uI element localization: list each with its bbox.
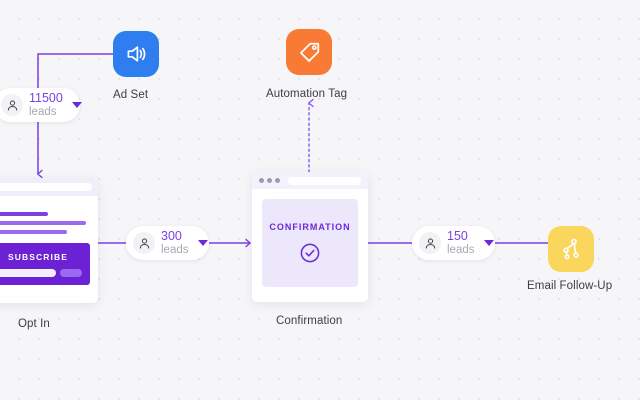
person-icon <box>7 99 17 111</box>
node-ad-set[interactable] <box>113 31 159 77</box>
leads-badge-opt-in[interactable]: 300 leads <box>126 226 209 260</box>
chevron-down-icon[interactable] <box>483 240 494 246</box>
leads-unit: leads <box>161 243 189 256</box>
leads-count: 11500 <box>29 90 63 105</box>
opt-in-text-line <box>0 212 49 216</box>
window-dot-icon <box>259 178 264 183</box>
leads-badge-ad-set[interactable]: 11500 leads <box>0 88 82 122</box>
opt-in-card-body: SUBSCRIBE <box>0 196 98 295</box>
leads-count: 300 <box>161 228 182 243</box>
confirmation-url-bar <box>288 176 361 185</box>
confirmation-window-header <box>252 172 368 189</box>
node-automation-tag[interactable] <box>286 29 332 75</box>
leads-badge-text: 300 leads <box>161 228 189 257</box>
opt-in-text-line <box>0 221 86 225</box>
node-label-email-follow-up: Email Follow-Up <box>527 280 613 292</box>
leads-badge-confirmation[interactable]: 150 leads <box>412 226 495 260</box>
opt-in-url-bar <box>0 183 92 191</box>
confirmation-title: CONFIRMATION <box>269 221 351 232</box>
subscribe-label: SUBSCRIBE <box>8 252 68 262</box>
person-icon-wrap <box>419 232 441 254</box>
leads-unit: leads <box>447 243 475 256</box>
subscribe-email-field[interactable] <box>0 269 56 277</box>
person-icon-wrap <box>133 232 155 254</box>
megaphone-icon <box>127 46 146 62</box>
node-label-confirmation: Confirmation <box>276 315 343 327</box>
subscribe-submit-button[interactable] <box>60 269 82 277</box>
chevron-down-icon[interactable] <box>197 240 208 246</box>
workflow-branch-icon <box>563 238 579 260</box>
opt-in-subscribe-block[interactable]: SUBSCRIBE <box>0 243 90 285</box>
node-label-opt-in: Opt In <box>18 318 50 330</box>
window-dot-icon <box>267 178 272 183</box>
leads-count: 150 <box>447 228 468 243</box>
node-label-ad-set: Ad Set <box>113 89 149 101</box>
node-label-automation-tag: Automation Tag <box>266 88 348 100</box>
window-dot-icon <box>275 178 280 183</box>
confirmation-body: CONFIRMATION <box>252 189 368 297</box>
chevron-down-icon[interactable] <box>71 102 82 108</box>
node-opt-in[interactable]: SUBSCRIBE <box>0 178 98 303</box>
leads-badge-text: 11500 leads <box>29 90 63 119</box>
confirmation-panel: CONFIRMATION <box>262 199 358 287</box>
node-email-follow-up[interactable] <box>548 226 594 272</box>
opt-in-card-header <box>0 178 98 196</box>
person-icon-wrap <box>1 94 23 116</box>
tag-icon <box>299 42 319 62</box>
check-circle-icon <box>300 243 320 262</box>
node-confirmation[interactable]: CONFIRMATION <box>252 172 368 302</box>
subscribe-form-row <box>0 269 82 277</box>
opt-in-text-line <box>0 230 68 234</box>
person-icon <box>139 237 149 249</box>
leads-unit: leads <box>29 105 57 118</box>
person-icon <box>425 237 435 249</box>
leads-badge-text: 150 leads <box>447 228 475 257</box>
